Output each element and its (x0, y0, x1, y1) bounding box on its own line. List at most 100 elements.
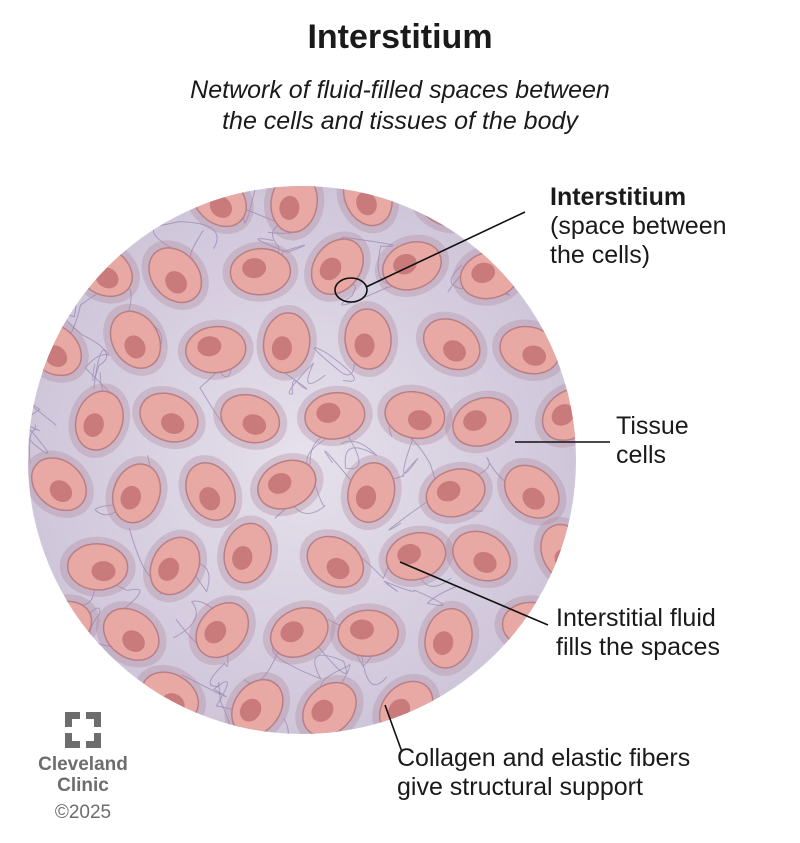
tissue-cell (445, 524, 518, 588)
cell-nucleus (271, 336, 292, 361)
cell-nucleus (407, 410, 432, 431)
cell-nucleus (232, 546, 253, 570)
label-line: give structural support (397, 773, 643, 801)
label-line: (space between (550, 212, 727, 240)
logo-mark-icon (65, 712, 101, 748)
subtitle-line: the cells and tissues of the body (222, 107, 578, 135)
fiber (271, 362, 326, 395)
tissue-cell (95, 601, 167, 668)
cell-nucleus (559, 703, 576, 726)
cell-nucleus (209, 195, 233, 218)
cell-nucleus (349, 619, 374, 640)
cell-nucleus (393, 253, 417, 275)
page-title: Interstitium (307, 18, 493, 56)
fiber (383, 580, 457, 606)
label-line: fills the spaces (556, 633, 720, 661)
tissue-cell (103, 303, 168, 376)
label-line: the cells) (550, 241, 651, 269)
cell-nucleus (242, 258, 267, 279)
cell-nucleus (436, 480, 461, 502)
tissue-cell (222, 241, 299, 302)
tissue-cell (295, 675, 364, 734)
cell-nucleus (397, 543, 422, 565)
cell-nucleus (161, 413, 185, 435)
tissue-cell (178, 455, 243, 528)
tissue-cell (340, 454, 402, 531)
label-interstitium: Interstitium (space between the cells) (550, 183, 727, 270)
leader-fibers (384, 704, 403, 753)
cell-nucleus (433, 631, 454, 656)
fiber (181, 674, 289, 734)
tissue-cell (132, 385, 206, 450)
tissue-cell (533, 673, 576, 734)
tissue-cell (188, 595, 256, 666)
tissue-cell (417, 600, 480, 676)
subtitle: Network of fluid-filled spaces between t… (0, 75, 800, 137)
cell-nucleus (130, 191, 155, 212)
cell-nucleus (522, 487, 545, 510)
cell-nucleus (486, 705, 510, 727)
tissue-cell (445, 390, 519, 454)
cell-nucleus (124, 335, 146, 359)
cell-nucleus (165, 271, 187, 294)
label-line: Tissue (616, 412, 689, 440)
interstitium-marker (334, 277, 368, 303)
tissue-cell (28, 186, 87, 240)
logo-text: Clinic (57, 775, 109, 796)
fiber (257, 217, 306, 265)
cell-nucleus (158, 557, 180, 581)
cell-nucleus (120, 485, 141, 510)
tissue-cell (497, 457, 567, 526)
cell-nucleus (268, 473, 292, 494)
tissue-cell (297, 385, 373, 447)
cell-nucleus (199, 487, 221, 511)
tissue-cell (250, 453, 324, 517)
cell-nucleus (473, 551, 497, 573)
tissue-cell (224, 672, 291, 734)
tissue-cell (456, 679, 531, 734)
cell-nucleus (43, 613, 68, 634)
label-interstitial-fluid: Interstitial fluid fills the spaces (556, 604, 720, 662)
label-line: cells (616, 441, 667, 469)
cell-nucleus (279, 195, 300, 220)
cell-nucleus (316, 402, 341, 423)
cell-nucleus (239, 698, 262, 722)
cell-nucleus (443, 340, 466, 362)
cell-nucleus (355, 485, 377, 510)
copyright: ©2025 (54, 802, 112, 823)
tissue-cell (336, 186, 400, 234)
fiber (243, 637, 347, 684)
label-line: Interstitial fluid (556, 604, 716, 632)
cell-nucleus (311, 699, 334, 722)
label-heading: Interstitium (550, 183, 687, 211)
subtitle-line: Network of fluid-filled spaces between (190, 76, 610, 104)
tissue-cell (378, 525, 454, 588)
tissue-cell (177, 319, 254, 380)
fiber (496, 186, 537, 249)
tissue-cell (217, 515, 279, 591)
cell-nucleus (83, 413, 104, 437)
tissue-cell (338, 301, 399, 378)
cell-nucleus (280, 621, 304, 643)
cell-nucleus (471, 262, 496, 283)
cell-nucleus (551, 404, 575, 426)
tissue-cell (330, 603, 407, 664)
tissue-cell (99, 186, 176, 228)
cell-nucleus (354, 333, 375, 358)
tissue-cell (534, 381, 576, 448)
leader-interstitium (365, 211, 526, 288)
cell-nucleus (122, 630, 145, 652)
tissue-cell (68, 383, 131, 458)
cell-nucleus (91, 561, 116, 582)
cell-nucleus (438, 197, 462, 219)
fiber (209, 630, 232, 734)
cell-nucleus (522, 345, 547, 366)
tissue-cell (299, 529, 372, 595)
fiber (324, 436, 419, 502)
tissue-cell (142, 529, 208, 603)
tissue-cell (256, 304, 317, 381)
cell-nucleus (49, 480, 73, 503)
cell-nucleus (204, 620, 227, 644)
